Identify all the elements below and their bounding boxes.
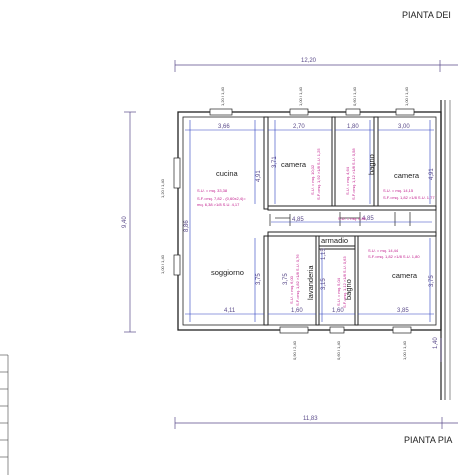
room-bagno-top: bagno <box>367 154 376 175</box>
window-label-left-2: 1,00 / 1,40 <box>160 254 165 274</box>
note-cucina-sf2: mq. 6,38 >1/8 S.U. 4,17 <box>197 202 240 207</box>
window-label-bottom-2: 0,60 / 1,40 <box>336 340 341 360</box>
interior-walls <box>263 116 437 326</box>
dim-armadio-depth: 1,15 <box>321 248 327 260</box>
dim-bagno-bottom-height: 3,15 <box>321 278 327 290</box>
dim-bagno-top-width: 1,80 <box>347 124 359 130</box>
dim-camera-br-height: 3,75 <box>429 275 435 287</box>
note-bagno-top-su: S.U. = mq. 4,64 <box>345 166 350 195</box>
dim-lavanderia-height: 3,75 <box>283 273 289 285</box>
dim-corridor-a: 4,85 <box>292 217 304 223</box>
dim-cucina-height: 4,91 <box>256 170 262 182</box>
window-label-bottom-1: 0,90 / 2,40 <box>292 340 297 360</box>
dim-camera-tr-width: 3,00 <box>398 124 410 130</box>
dim-overall-height: 9,40 <box>122 216 128 228</box>
dim-soggiorno-height: 3,75 <box>256 273 262 285</box>
room-camera-bottom-right: camera <box>392 271 418 280</box>
window-label-left-1: 1,20 / 1,40 <box>160 178 165 198</box>
windows-left <box>173 157 181 276</box>
legend-table-fragment <box>0 354 9 475</box>
dim-overall-bottom: 11,83 <box>303 416 318 422</box>
overall-bottom-dimension <box>174 417 458 429</box>
dim-camera-tl-width: 2,70 <box>293 124 305 130</box>
dim-soggiorno-total: 8,86 <box>184 220 190 232</box>
window-label-top-2: 1,00 / 1,40 <box>298 86 303 106</box>
note-bagno-top-sf: S.F.=mq. 1,12 >1/8 S.U. 0,58 <box>351 148 356 200</box>
note-cucina-su: S.U. = mq. 33,38 <box>197 188 228 193</box>
note-camera-br-su: S.U. = mq. 14,44 <box>368 248 399 253</box>
dim-camera-tl-height: 3,71 <box>272 156 278 168</box>
window-label-top-4: 1,00 / 1,40 <box>404 86 409 106</box>
dim-camera-tr-height: 4,91 <box>429 168 435 180</box>
window-label-top-1: 1,20 / 1,40 <box>220 86 225 106</box>
room-camera-top-right: camera <box>394 171 420 180</box>
note-bagno-bottom-su: S.U. = mq. 5,04 <box>336 277 341 306</box>
dim-bagno-bottom-width: 1,60 <box>332 308 344 314</box>
note-camera-tr-sf: S.F.=mq. 1,82 >1/8 S.U. 1,77 <box>383 195 435 200</box>
room-soggiorno: soggiorno <box>211 268 244 277</box>
windows-bottom <box>279 326 412 334</box>
dim-corridor-b: 4,85 <box>362 216 374 222</box>
windows-top <box>209 108 415 116</box>
room-camera-top-left: camera <box>281 160 307 169</box>
room-cucina: cucina <box>216 169 239 178</box>
room-dimension-lines <box>185 120 434 322</box>
overall-height-dimension <box>124 111 136 333</box>
note-lavanderia-sf: S.F.=mq. 1,82 >1/8 S.U. 0,76 <box>295 254 300 306</box>
note-camera-tl-sf: S.F.=mq. 1,92 >1/8 S.U. 1,25 <box>316 148 321 200</box>
note-bagno-bottom-sf: S.F.=mq. 1,12 >1/8 S.U. 0,63 <box>342 256 347 308</box>
room-lavanderia: lavanderia <box>306 265 315 300</box>
note-camera-tr-su: S.U. = mq. 14,15 <box>383 188 414 193</box>
note-camera-br-sf: S.F.=mq. 1,82 >1/8 S.U. 1,80 <box>368 254 420 259</box>
room-bagno-bottom: bagno <box>344 279 353 300</box>
room-armadio: armadio <box>321 236 348 245</box>
dim-lavanderia-width: 1,60 <box>291 308 303 314</box>
terrace <box>440 100 451 400</box>
dim-cucina-width: 3,66 <box>218 124 230 130</box>
dim-overall-top: 12,20 <box>301 58 317 64</box>
note-cucina-sf1: S.F.=mq. 7,82 - (0,60x2,4)= <box>197 196 246 201</box>
dim-camera-br-width: 3,85 <box>397 308 409 314</box>
note-camera-tl-su: S.U. = mq. 10,02 <box>310 164 315 195</box>
title-top: PIANTA DEI <box>402 10 451 20</box>
window-label-bottom-3: 1,00 / 1,40 <box>402 340 407 360</box>
note-disimpegno-su: S.U. = mq. 4,80 <box>338 216 367 221</box>
overall-top-dimension <box>174 60 458 72</box>
dim-terrace: 1,40 <box>433 337 439 349</box>
dim-soggiorno-width: 4,11 <box>224 308 236 314</box>
title-bottom: PIANTA PIA <box>404 435 452 445</box>
note-lavanderia-su: S.U. = mq. 6,00 <box>289 275 294 304</box>
doors <box>269 212 411 226</box>
window-label-top-3: 0,60 / 1,40 <box>352 86 357 106</box>
